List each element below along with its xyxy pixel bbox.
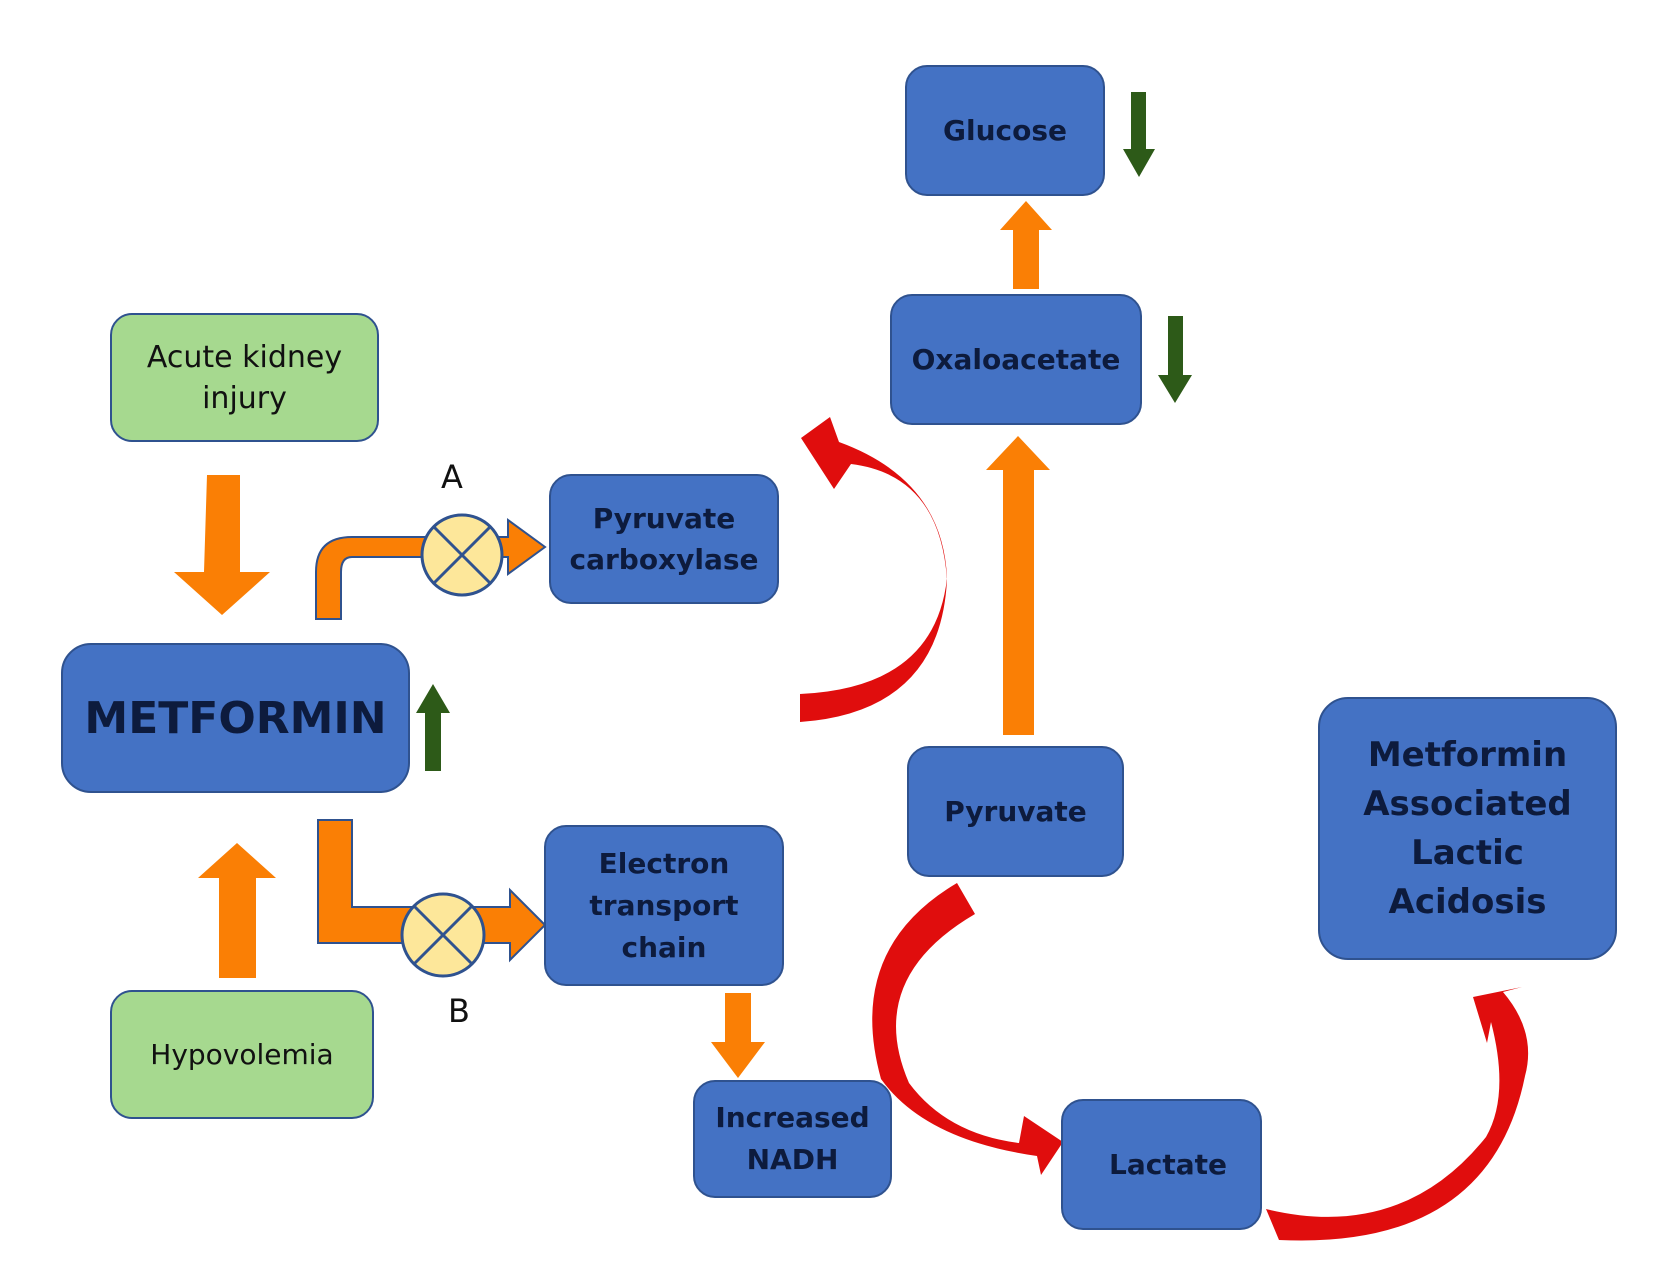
inhibitor-b-icon: [400, 892, 486, 978]
pyruvate-carboxylase-node: Pyruvate carboxylase: [549, 474, 779, 604]
metformin-up-arrow-icon: [416, 684, 450, 771]
metformin-associated-lactic-acidosis-node: Metformin Associated Lactic Acidosis: [1318, 697, 1617, 960]
oxaloacetate-down-arrow-icon: [1158, 316, 1192, 403]
acute-kidney-injury-node: Acute kidney injury: [110, 313, 379, 442]
inhibitor-a-icon: [420, 513, 504, 597]
electron-transport-chain-node: Electron transport chain: [544, 825, 784, 986]
edge-pyruvate-to-oxaloacetate: [986, 436, 1050, 735]
lactate-node: Lactate: [1061, 1099, 1262, 1230]
inhibition-label-b: B: [448, 992, 470, 1030]
metformin-node: METFORMIN: [61, 643, 410, 793]
edge-pyruvate-carboxylase-to-oxaloacetate: [800, 417, 947, 722]
increased-nadh-node: Increased NADH: [693, 1080, 892, 1198]
edge-pyruvate-to-lactate: [872, 883, 1063, 1175]
edge-hypovolemia-to-metformin: [198, 843, 276, 978]
edge-oxaloacetate-to-glucose: [1000, 201, 1052, 289]
glucose-node: Glucose: [905, 65, 1105, 196]
edge-lactate-to-malady: [1266, 987, 1529, 1241]
glucose-down-arrow-icon: [1123, 92, 1155, 177]
edge-aki-to-metformin: [174, 475, 270, 615]
pyruvate-node: Pyruvate: [907, 746, 1124, 877]
hypovolemia-node: Hypovolemia: [110, 990, 374, 1119]
edge-etc-to-nadh: [711, 993, 765, 1078]
oxaloacetate-node: Oxaloacetate: [890, 294, 1142, 425]
inhibition-label-a: A: [441, 458, 463, 496]
